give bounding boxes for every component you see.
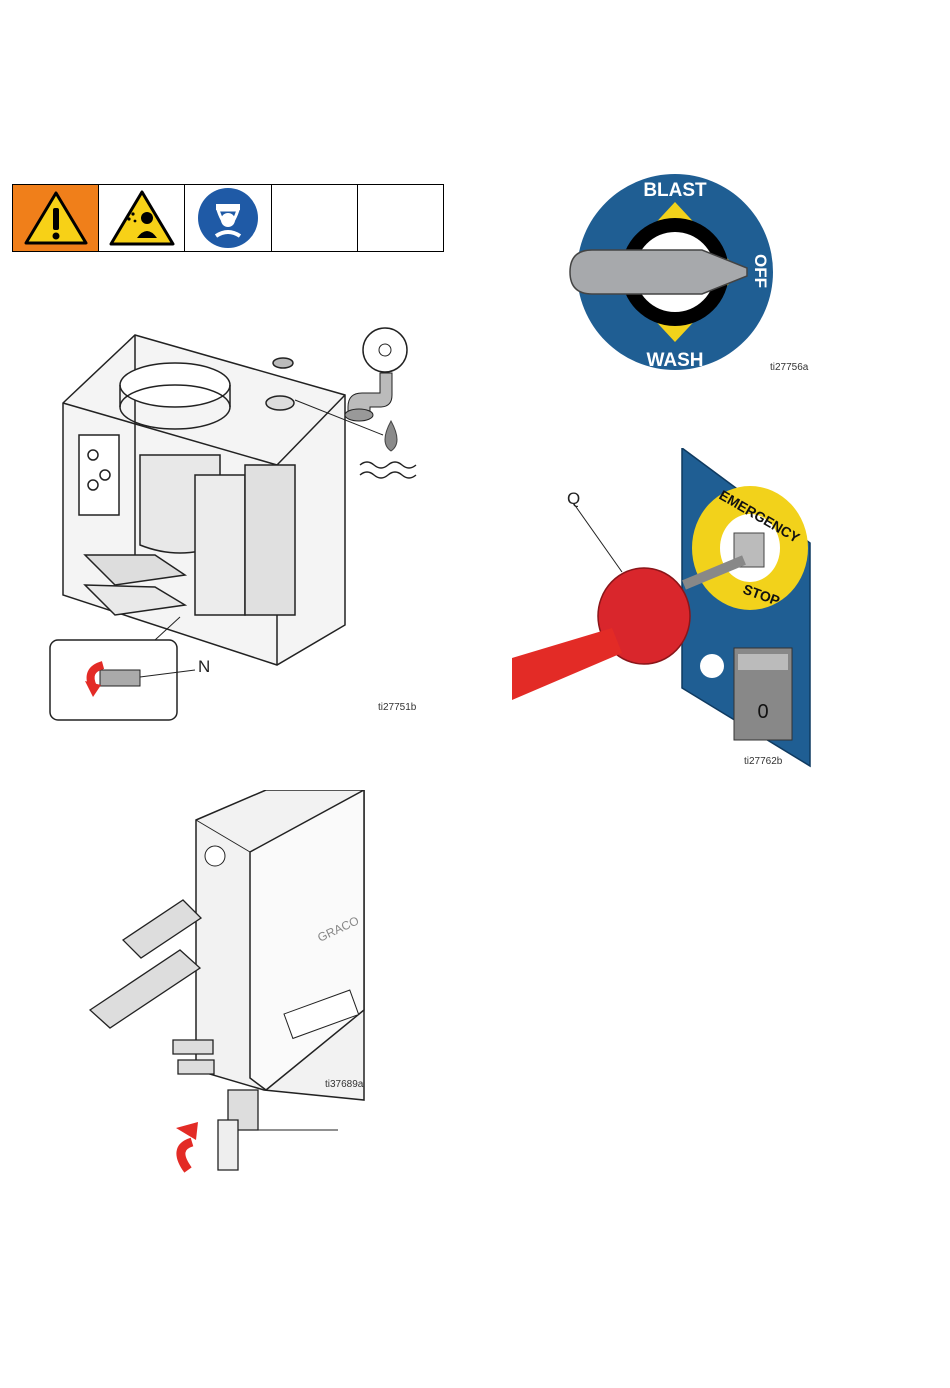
selector-handle [570, 250, 747, 294]
splash-hazard-icon [107, 188, 177, 248]
emergency-stop-illustration: 0 EMERGENCY STOP [512, 448, 814, 768]
figure-id-drain: ti27751b [378, 702, 416, 713]
wear-face-shield-icon [196, 186, 260, 250]
control-box-illustration: GRACO [88, 790, 366, 1180]
counter-value: 0 [757, 701, 768, 723]
splash-hazard-cell [99, 185, 185, 251]
callout-n: N [198, 657, 210, 677]
blast-wash-selector-dial: BLAST WASH OFF [565, 172, 775, 374]
water-waves-icon [360, 462, 416, 478]
callout-q: Q [567, 489, 580, 509]
empty-cell-2 [358, 185, 443, 251]
empty-cell-1 [272, 185, 358, 251]
water-drop-icon [385, 421, 397, 451]
figure-id-estop: ti27762b [744, 756, 782, 767]
warning-cell [13, 185, 99, 251]
label-wash: WASH [647, 350, 704, 371]
figure-id-selector: ti27756a [770, 362, 808, 373]
label-blast: BLAST [643, 180, 707, 201]
label-off: OFF [751, 254, 770, 288]
safety-icon-strip [12, 184, 444, 252]
drain-tank-illustration [45, 325, 455, 725]
pull-arrow-icon [512, 628, 622, 700]
warning-triangle-icon [21, 188, 91, 248]
figure-id-control-box: ti37689a [325, 1079, 363, 1090]
faucet-icon [345, 328, 407, 421]
face-shield-cell [185, 185, 271, 251]
